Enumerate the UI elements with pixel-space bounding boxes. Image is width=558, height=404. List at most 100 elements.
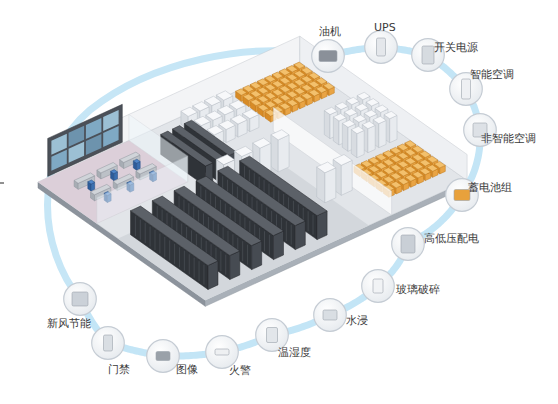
- monitor-icon-node: 水浸: [313, 298, 347, 332]
- server-rack-row: [317, 211, 327, 240]
- distribution-cabinet: [384, 111, 397, 118]
- node-label: 图像: [176, 363, 198, 376]
- ring-connector: [398, 49, 412, 51]
- margin-tick: [0, 183, 4, 184]
- air-conditioner: [317, 167, 325, 203]
- distribution-cabinet: [373, 116, 386, 123]
- power-cabinet: [218, 106, 234, 115]
- device-icon: [373, 279, 383, 293]
- ring-connector: [442, 65, 455, 76]
- rack-unit-line: [313, 215, 314, 235]
- rack-unit-line: [194, 258, 195, 278]
- air-conditioner: [253, 138, 271, 148]
- power-cabinet: [193, 102, 209, 111]
- distribution-cabinet: [342, 123, 348, 151]
- node-label: 油机: [319, 25, 341, 38]
- distribution-cabinet: [333, 114, 346, 121]
- icon-circle-outline: [314, 299, 347, 332]
- device-icon: [72, 292, 88, 306]
- rack-unit-line: [140, 220, 141, 240]
- rack-unit-line: [269, 235, 270, 255]
- distribution-cabinet: [344, 109, 357, 116]
- icon-circle: [63, 282, 97, 316]
- rack-unit-line: [264, 231, 265, 251]
- distribution-cabinet: [357, 92, 370, 99]
- monitor-icon-node: 油机: [311, 39, 345, 73]
- monitor-icon-node: 非智能空调: [463, 113, 497, 147]
- node-label: 非智能空调: [481, 132, 536, 145]
- distribution-cabinet: [355, 104, 368, 111]
- monitor-icon-node: 温湿度: [255, 318, 289, 352]
- rack-unit-line: [174, 244, 175, 264]
- ring-connector: [180, 354, 205, 356]
- power-cabinet: [219, 120, 235, 129]
- power-cabinet: [216, 91, 233, 100]
- rack-unit-line: [225, 255, 226, 275]
- operator-chair: [111, 170, 118, 174]
- rack-unit-line: [286, 221, 287, 241]
- icon-circle: [311, 39, 345, 73]
- device-icon: [462, 79, 471, 99]
- rack-unit-line: [164, 237, 165, 257]
- video-wall: [48, 104, 123, 176]
- icon-circle: [146, 339, 180, 373]
- rack-unit-line: [159, 233, 160, 253]
- video-screen: [51, 134, 66, 155]
- distribution-cabinet: [342, 120, 355, 127]
- node-label: 水浸: [346, 314, 368, 327]
- distribution-cabinet: [366, 99, 379, 106]
- monitor-icon-node: 门禁: [91, 326, 125, 360]
- operator-chair: [133, 159, 140, 163]
- rack-unit-line: [179, 247, 180, 267]
- air-conditioner: [216, 155, 234, 165]
- monitor-icon-node: 开关电源: [411, 38, 445, 72]
- distribution-cabinet: [357, 130, 364, 157]
- rack-unit-line: [169, 240, 170, 260]
- node-label: 门禁: [108, 363, 130, 376]
- video-screen: [86, 118, 102, 139]
- icon-circle: [391, 227, 425, 261]
- device-icon: [215, 349, 229, 355]
- power-cabinet: [206, 111, 222, 120]
- device-icon: [377, 38, 386, 56]
- battery-rack: [250, 99, 261, 106]
- ring-connector: [289, 322, 315, 331]
- monitor-icon-node: UPS: [364, 30, 398, 64]
- device-icon: [319, 51, 337, 62]
- monitor-icon-node: 智能空调: [449, 72, 483, 106]
- rack-unit-line: [308, 211, 309, 231]
- icon-circle: [364, 30, 398, 64]
- power-cabinet: [181, 107, 197, 116]
- distribution-cabinet: [346, 97, 359, 104]
- video-screen: [69, 126, 85, 147]
- air-conditioner: [235, 146, 253, 156]
- node-label: 高低压配电: [424, 232, 479, 245]
- rack-unit-line: [150, 227, 151, 247]
- icon-circle-outline: [92, 327, 125, 360]
- device-icon: [422, 46, 434, 64]
- node-label: 智能空调: [470, 68, 514, 81]
- floor-slab: [38, 62, 467, 300]
- operator-desk: [120, 152, 140, 162]
- rack-unit-line: [189, 254, 190, 274]
- ring-connector: [124, 348, 146, 353]
- battery-rack: [243, 94, 254, 101]
- monitor-icon-node: 高低压配电: [391, 227, 425, 261]
- rack-unit-line: [184, 251, 185, 271]
- ring-connector: [473, 104, 476, 113]
- distribution-cabinet: [379, 120, 386, 147]
- device-icon: [323, 310, 337, 320]
- device-icon: [267, 328, 278, 343]
- air-conditioner: [341, 160, 352, 195]
- video-screen: [103, 110, 118, 131]
- ring-connector: [238, 342, 256, 348]
- icon-circle-outline: [365, 31, 398, 64]
- power-cabinet: [205, 96, 221, 105]
- air-conditioner: [333, 155, 352, 166]
- icon-circle: [313, 298, 347, 332]
- server-rack-row: [295, 221, 305, 250]
- distribution-cabinet: [362, 121, 375, 128]
- rack-unit-line: [203, 265, 204, 285]
- ring-connector: [345, 297, 364, 308]
